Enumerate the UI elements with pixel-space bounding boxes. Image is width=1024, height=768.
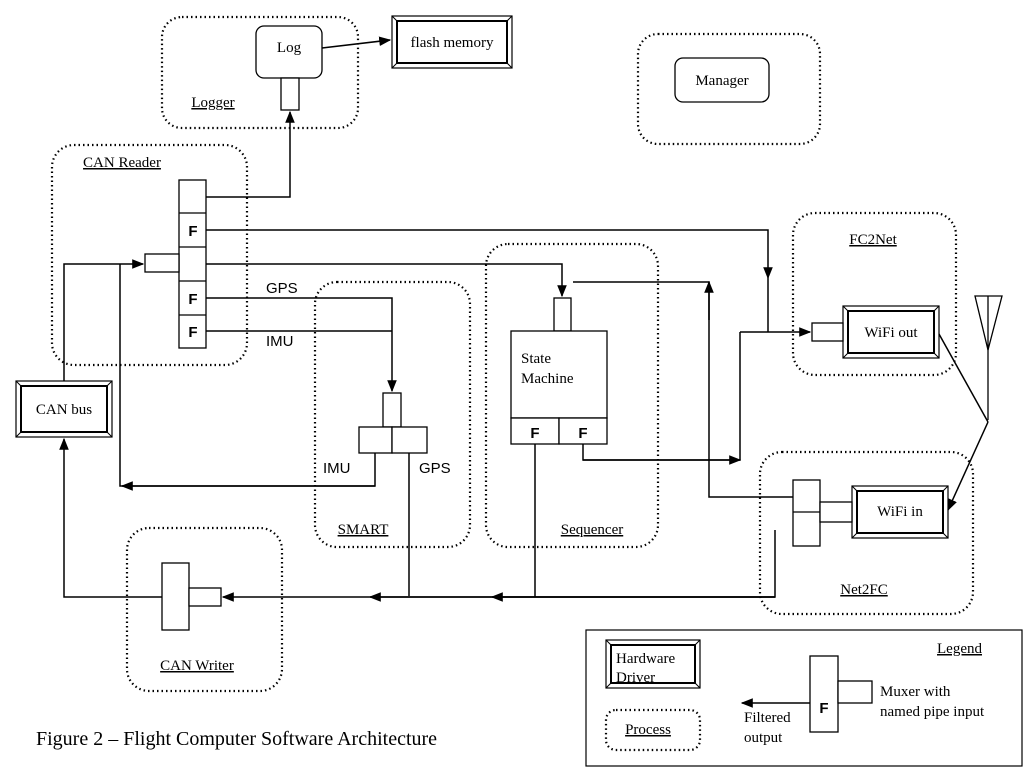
fc2net-process: [791, 211, 958, 377]
antenna-icon: [974, 295, 1003, 420]
net2fc-pipe-upper: [819, 501, 853, 523]
smart-muxer-right: [391, 426, 428, 454]
can-writer-label: CAN Writer: [160, 658, 234, 674]
filter-mark-4: F: [530, 425, 539, 442]
sequencer-process: [484, 242, 660, 549]
gps-smart-label: GPS: [419, 460, 451, 477]
smart-muxer-stem: [382, 392, 402, 428]
legend-title: Legend: [937, 641, 982, 657]
legend-hardware-label-1: Hardware: [616, 651, 675, 667]
legend-muxer-label-2: named pipe input: [880, 704, 985, 720]
net2fc-muxer: [792, 479, 821, 547]
state-machine-filter-right: [558, 417, 608, 445]
log-to-flash-line: [321, 36, 392, 49]
legend-muxer-pipe: [837, 680, 873, 704]
imu-smart-label: IMU: [323, 460, 351, 477]
net2fc-to-state-machine-line: [573, 281, 793, 498]
smart-label: SMART: [338, 522, 389, 538]
filter-mark-1: F: [188, 223, 197, 240]
state-machine-label-2: Machine: [521, 371, 574, 387]
reader-to-state-machine-line: [206, 263, 567, 298]
canbus-to-reader-line: [63, 259, 145, 381]
gps-top-label: GPS: [266, 280, 298, 297]
manager-component: [674, 57, 770, 103]
legend-hardware-label-2: Driver: [616, 670, 655, 686]
net2fc-process: [758, 450, 975, 616]
legend-hardware-swatch: [605, 639, 701, 689]
can-reader-muxer: [178, 179, 207, 349]
logger-process: [160, 15, 360, 130]
fc2net-label: FC2Net: [849, 232, 897, 248]
writer-to-canbus-line: [59, 437, 162, 598]
legend-process-label: Process: [625, 722, 671, 738]
reader-to-log-line: [206, 110, 295, 198]
can-reader-input-pipe: [144, 253, 180, 273]
wifi-out-to-antenna-line: [938, 333, 989, 423]
legend-filter-mark: F: [819, 700, 828, 717]
log-input-pipe: [280, 77, 300, 111]
reader-to-fc2net-line: [206, 229, 773, 280]
manager-label: Manager: [695, 73, 748, 89]
flash-memory-driver: [391, 15, 513, 69]
sequencer-label: Sequencer: [561, 522, 623, 538]
state-machine-label-1: State: [521, 351, 551, 367]
filter-mark-5: F: [578, 425, 587, 442]
can-reader-label: CAN Reader: [83, 155, 161, 171]
wifi-in-label: WiFi in: [877, 504, 923, 520]
legend-muxer-label-1: Muxer with: [880, 684, 951, 700]
can-writer-input-pipe: [188, 587, 222, 607]
wifi-in-driver: [851, 485, 949, 539]
state-machine-input-pipe: [553, 297, 572, 332]
smart-process: [313, 280, 472, 549]
can-bus-label: CAN bus: [36, 402, 92, 418]
legend-process-swatch: [604, 708, 702, 752]
log-label: Log: [277, 40, 302, 56]
can-writer-muxer: [161, 562, 190, 631]
legend-muxer: [809, 655, 839, 733]
gps-to-smart-line: [206, 297, 397, 393]
manager-process: [636, 32, 822, 146]
legend-box: [585, 629, 1023, 767]
filter-mark-2: F: [188, 291, 197, 308]
legend-filtered-label-2: output: [744, 730, 783, 746]
legend-filtered-label-1: Filtered: [744, 710, 791, 726]
imu-top-label: IMU: [266, 333, 294, 350]
antenna-to-wifi-in-line: [947, 421, 989, 512]
smart-muxer-left: [358, 426, 393, 454]
figure-caption: Figure 2 – Flight Computer Software Arch…: [36, 728, 437, 750]
net2fc-to-writer-line: [221, 530, 776, 602]
net2fc-label: Net2FC: [840, 582, 888, 598]
logger-label: Logger: [191, 95, 234, 111]
flash-memory-label: flash memory: [411, 35, 494, 51]
wifi-out-input-pipe: [811, 322, 844, 342]
state-machine-component: [510, 330, 608, 419]
can-writer-process: [125, 526, 284, 693]
filter-mark-3: F: [188, 324, 197, 341]
wifi-out-label: WiFi out: [864, 325, 918, 341]
